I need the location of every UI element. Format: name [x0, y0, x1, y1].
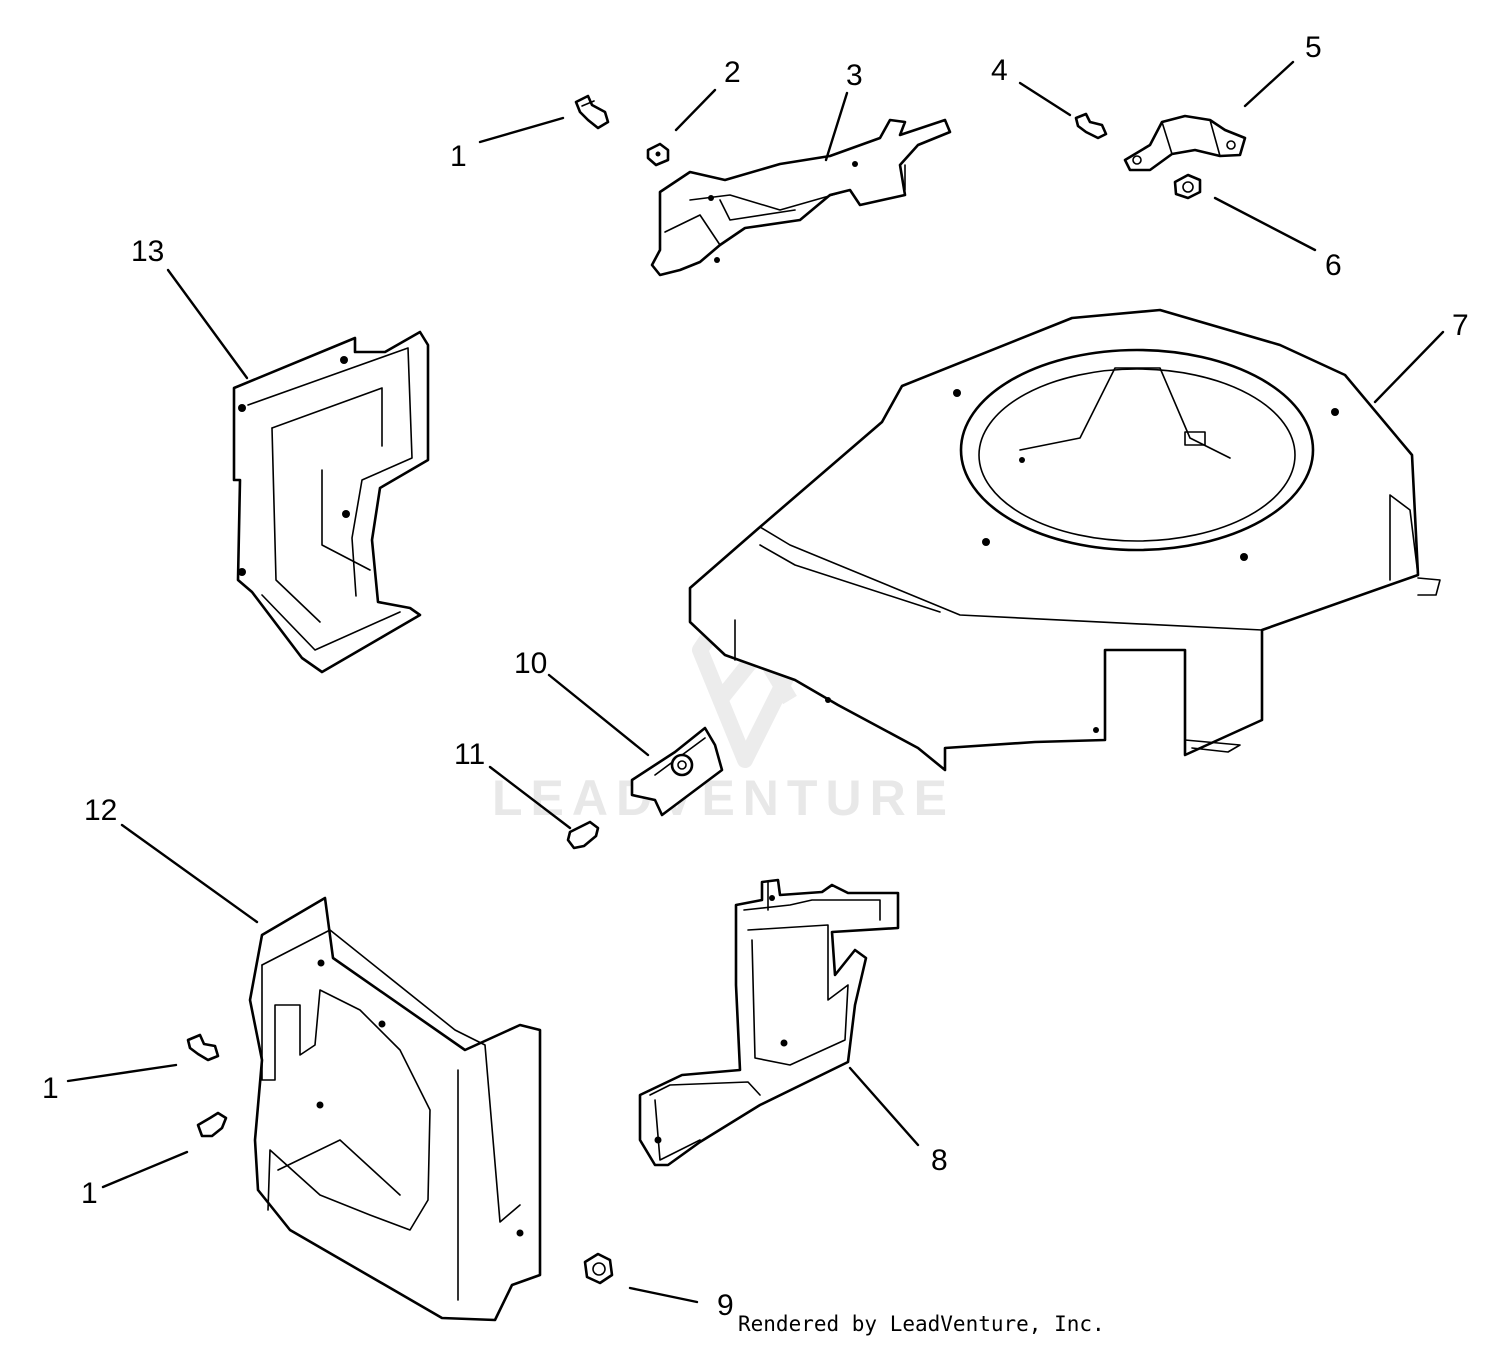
- watermark-text: LEADVENTURE: [492, 770, 955, 826]
- callout-4: 4: [991, 54, 1008, 87]
- nut-2[interactable]: [646, 142, 670, 167]
- screw-4[interactable]: [1074, 112, 1108, 140]
- baffle-right[interactable]: [638, 878, 900, 1167]
- screw-lower-1[interactable]: [186, 1033, 220, 1062]
- screw-top[interactable]: [574, 94, 610, 130]
- clip-nut[interactable]: [630, 726, 724, 817]
- leader-lines: [66, 60, 1445, 1304]
- blower-housing[interactable]: [688, 308, 1441, 772]
- callout-12: 12: [84, 794, 117, 827]
- callout-13: 13: [131, 235, 164, 268]
- screw-11[interactable]: [566, 820, 600, 850]
- callout-8: 8: [931, 1144, 948, 1177]
- nut-6[interactable]: [1173, 173, 1202, 200]
- callout-labels: 1 2 3 4 5 6 7 8 9 10 11 12 13 1 1: [42, 31, 1469, 1322]
- callout-9: 9: [717, 1289, 734, 1322]
- callout-1-lower-b: 1: [81, 1177, 98, 1210]
- rendered-by-credit: Rendered by LeadVenture, Inc.: [738, 1312, 1105, 1336]
- callout-10: 10: [514, 647, 547, 680]
- screw-lower-2[interactable]: [196, 1111, 228, 1138]
- nut-9[interactable]: [583, 1252, 614, 1285]
- callout-1-top: 1: [450, 140, 467, 173]
- baffle-lower[interactable]: [248, 896, 542, 1322]
- baffle-upper[interactable]: [232, 330, 430, 674]
- callout-2: 2: [724, 56, 741, 89]
- callout-1-lower-a: 1: [42, 1072, 59, 1105]
- callout-7: 7: [1452, 309, 1469, 342]
- callout-3: 3: [846, 59, 863, 92]
- callout-11: 11: [454, 738, 485, 771]
- watermark: LEADVENTURE: [492, 552, 955, 826]
- callout-5: 5: [1305, 31, 1322, 64]
- bracket[interactable]: [650, 118, 952, 277]
- callout-6: 6: [1325, 249, 1342, 282]
- clamp[interactable]: [1123, 114, 1247, 172]
